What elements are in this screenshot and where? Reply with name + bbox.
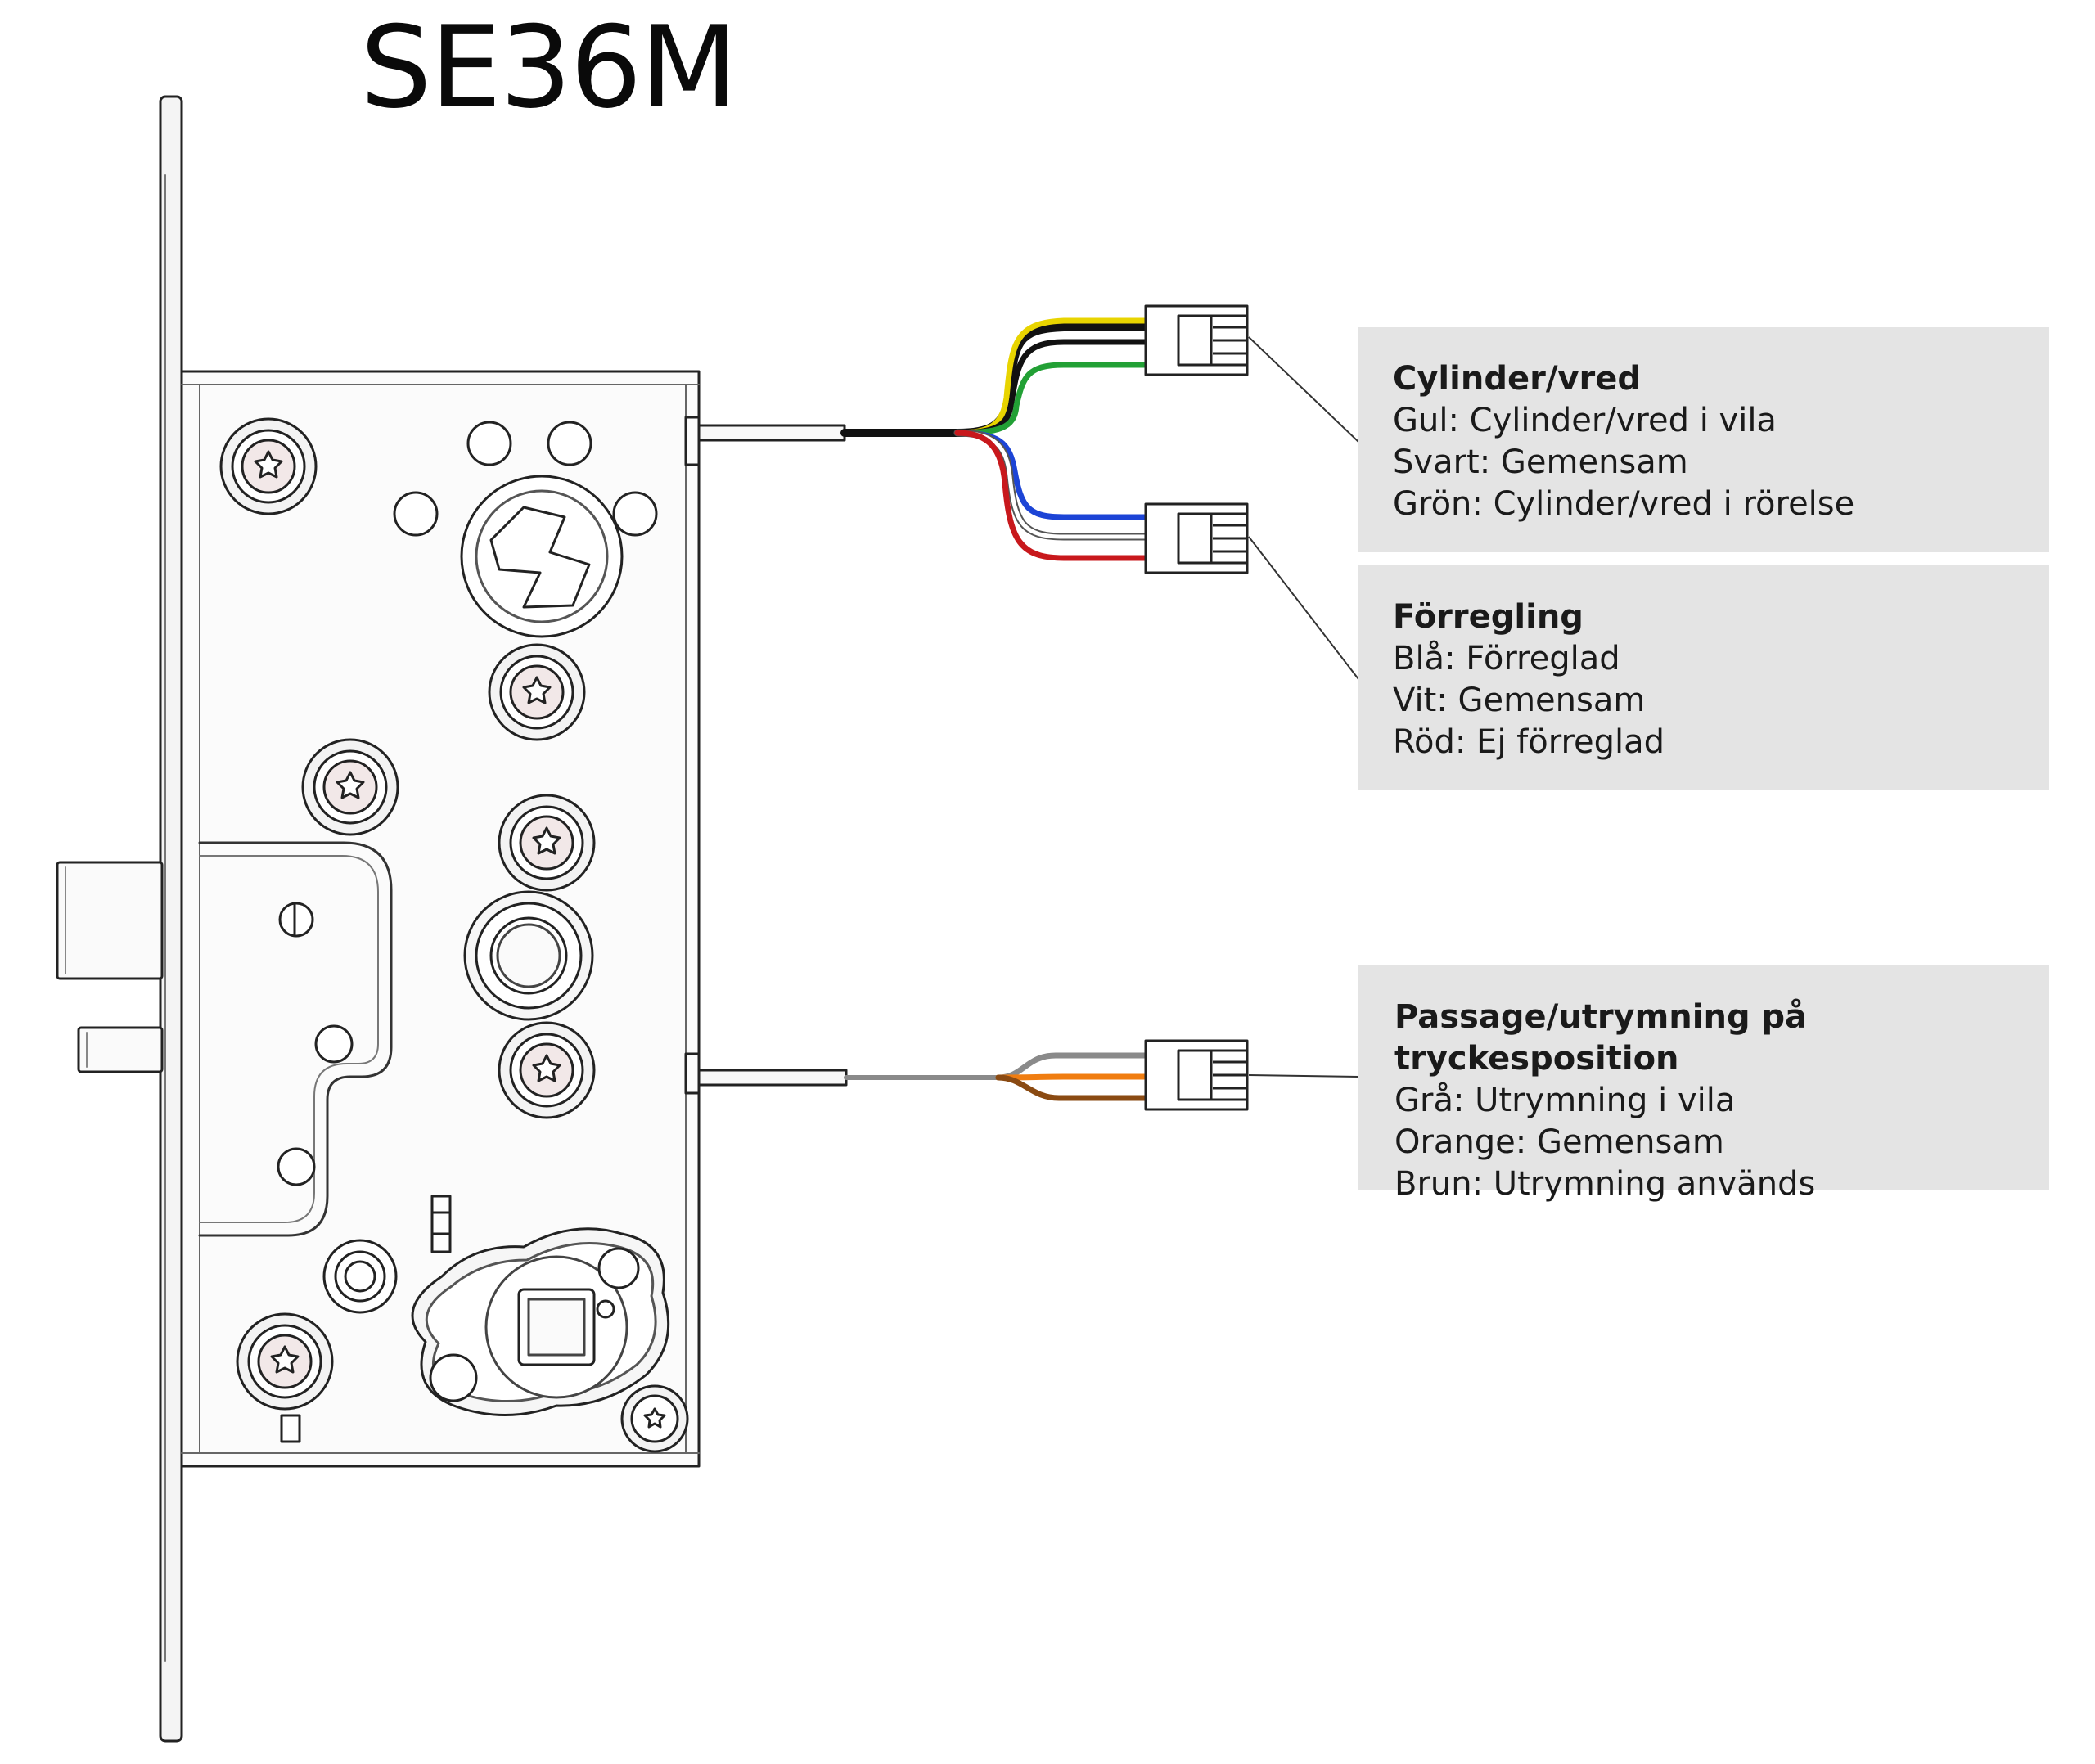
wires-forregling bbox=[953, 429, 1150, 561]
legend-row: Blå: Förreglad bbox=[1393, 640, 1620, 677]
screw-2 bbox=[488, 643, 586, 741]
leader-cylinder bbox=[1248, 336, 1359, 443]
legend-panel-cylinder: Cylinder/vred Gul: Cylinder/vred i vila … bbox=[1358, 327, 2049, 552]
dead-latch bbox=[77, 1026, 164, 1073]
legend-row: Vit: Gemensam bbox=[1393, 682, 1646, 719]
legend-panel-forregling: Förregling Blå: Förreglad Vit: Gemensam … bbox=[1358, 565, 2049, 790]
legend-row: Brun: Utrymning används bbox=[1394, 1165, 1816, 1203]
leader-forregling bbox=[1248, 536, 1359, 680]
screw-7 bbox=[620, 1384, 689, 1453]
connector-forregling bbox=[1144, 502, 1249, 574]
faceplate bbox=[159, 95, 183, 1743]
legend-row: Gul: Cylinder/vred i vila bbox=[1393, 402, 1777, 439]
leader-passage bbox=[1248, 1074, 1359, 1078]
legend-row: Röd: Ej förreglad bbox=[1393, 723, 1665, 761]
legend-row: Orange: Gemensam bbox=[1394, 1123, 1724, 1161]
follower-hub bbox=[411, 1227, 670, 1416]
latch-bolt bbox=[56, 861, 164, 980]
screw-4 bbox=[498, 794, 596, 892]
legend-panel-passage: Passage/utrymning på tryckesposition Grå… bbox=[1358, 965, 2049, 1203]
screw-3 bbox=[301, 738, 399, 836]
legend-row: Grå: Utrymning i vila bbox=[1394, 1082, 1736, 1119]
page-title: SE36M bbox=[360, 2, 737, 133]
connector-cylinder bbox=[1144, 304, 1249, 376]
legend-heading: Passage/utrymning på tryckesposition bbox=[1394, 998, 1808, 1078]
wires-cylinder bbox=[840, 317, 1150, 437]
connector-passage bbox=[1144, 1039, 1249, 1111]
legend-heading: Förregling bbox=[1393, 598, 1584, 636]
legend-row: Grön: Cylinder/vred i rörelse bbox=[1393, 485, 1855, 523]
legend-row: Svart: Gemensam bbox=[1393, 443, 1688, 481]
screw-5 bbox=[498, 1021, 596, 1119]
wires-passage bbox=[844, 1052, 1149, 1101]
screw-1 bbox=[219, 417, 318, 515]
screw-6 bbox=[236, 1312, 334, 1411]
spindle-ring bbox=[463, 890, 594, 1021]
legend-heading: Cylinder/vred bbox=[1393, 360, 1641, 398]
cylinder-cam bbox=[393, 421, 658, 638]
